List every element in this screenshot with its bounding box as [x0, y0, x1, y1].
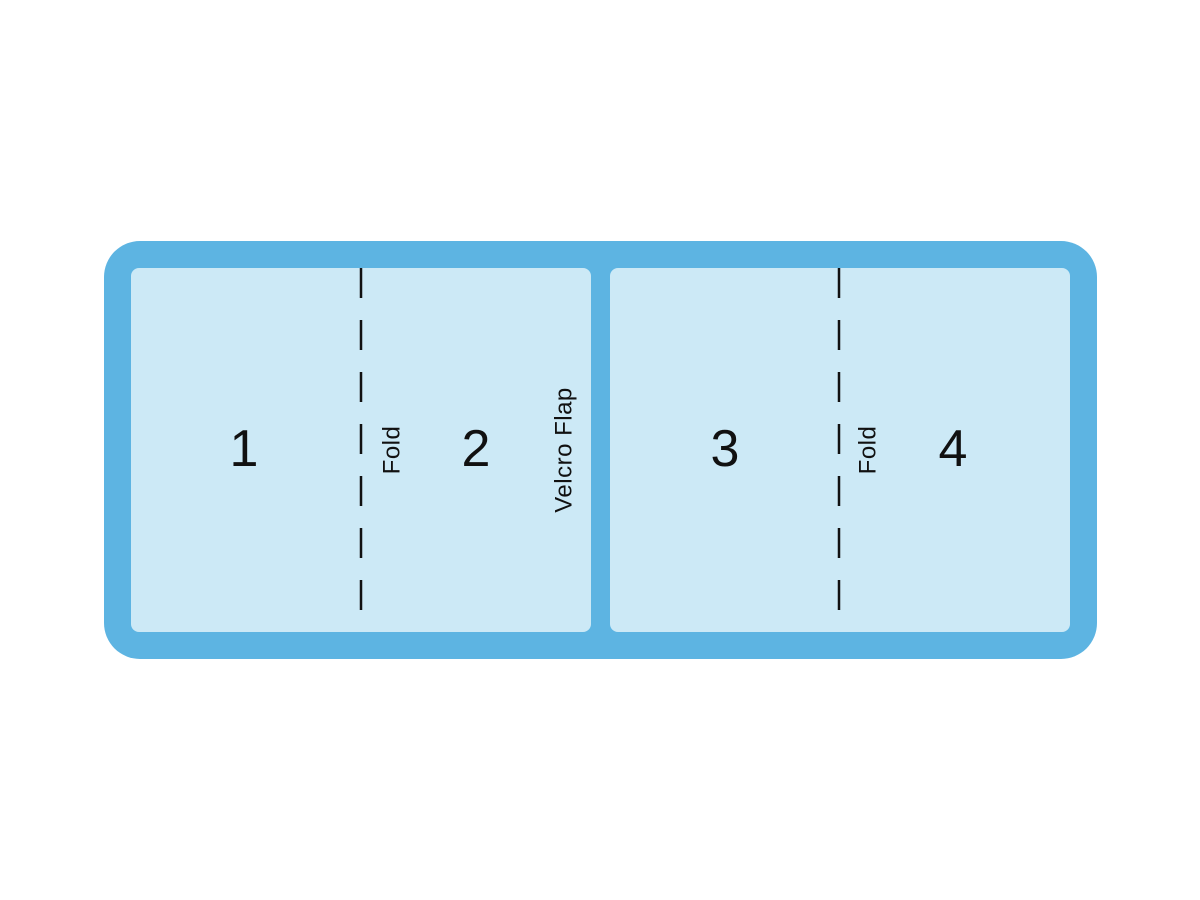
panel-3-label: 3: [711, 420, 740, 478]
panel-1-label: 1: [230, 420, 259, 478]
velcro-flap-label: Velcro Flap: [551, 387, 578, 513]
panel-2-label: 2: [462, 420, 491, 478]
panel-4-label: 4: [939, 420, 968, 478]
fold-label-left: Fold: [379, 426, 406, 475]
fold-label-right: Fold: [855, 426, 882, 475]
